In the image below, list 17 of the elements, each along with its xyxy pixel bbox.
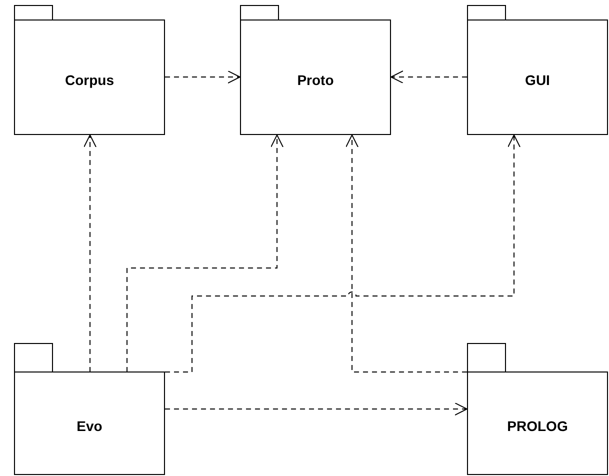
dependency-arrow (346, 134, 468, 372)
dependency-arrow (164, 70, 240, 84)
dependency-arrow (164, 134, 520, 372)
dependency-arrow (164, 402, 468, 416)
package-box (467, 343, 608, 475)
package-name: GUI (525, 72, 550, 88)
dependency-arrow (126, 134, 284, 372)
package-box (14, 5, 165, 135)
dependency-arrow (390, 70, 468, 84)
dependency-arrow (84, 134, 96, 372)
package-name: Evo (76, 418, 102, 434)
package-box (240, 5, 391, 135)
package-box (467, 5, 608, 135)
package-name: Corpus (65, 72, 114, 88)
package-name: PROLOG (507, 418, 568, 434)
package-name: Proto (297, 72, 334, 88)
package-box (14, 343, 165, 475)
